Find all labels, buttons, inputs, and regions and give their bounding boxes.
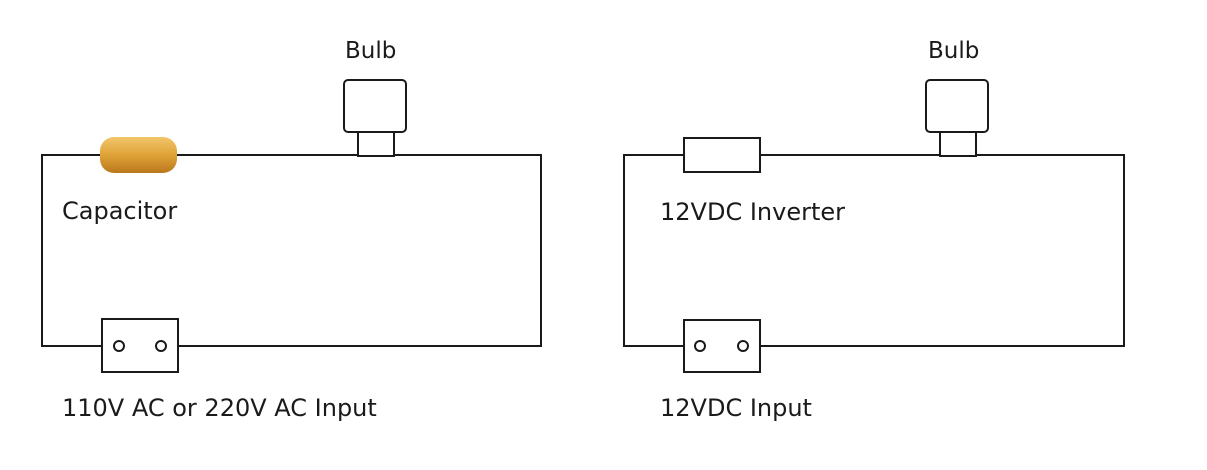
right-bulb-glass <box>925 79 989 133</box>
left-bulb-glass <box>343 79 407 133</box>
right-input-label: 12VDC Input <box>660 394 812 422</box>
right-bulb-label: Bulb <box>928 38 980 64</box>
left-wire-right <box>178 132 542 347</box>
capacitor-label: Capacitor <box>62 197 178 225</box>
left-input-terminal <box>101 318 179 373</box>
left-bulb-label: Bulb <box>345 38 397 64</box>
right-wire-top-right <box>760 132 941 156</box>
left-input-label: 110V AC or 220V AC Input <box>62 394 377 422</box>
right-bulb-base <box>939 131 977 157</box>
left-terminal-1 <box>113 340 125 352</box>
left-terminal-2 <box>155 340 167 352</box>
left-wire-top-right <box>176 132 359 156</box>
left-circuit <box>41 79 542 373</box>
left-bulb-base <box>357 131 395 157</box>
right-input-terminal <box>683 319 761 373</box>
right-terminal-1 <box>694 340 706 352</box>
capacitor-body <box>100 137 177 173</box>
right-wire-loop <box>623 154 684 347</box>
left-bulb <box>343 79 407 157</box>
left-capacitor <box>100 137 177 173</box>
inverter-box <box>683 137 761 173</box>
right-wire-right <box>760 132 1125 347</box>
right-bulb <box>925 79 989 157</box>
inverter-label: 12VDC Inverter <box>660 198 845 226</box>
right-circuit <box>623 79 1125 373</box>
left-wire-loop <box>41 154 102 347</box>
right-terminal-2 <box>737 340 749 352</box>
